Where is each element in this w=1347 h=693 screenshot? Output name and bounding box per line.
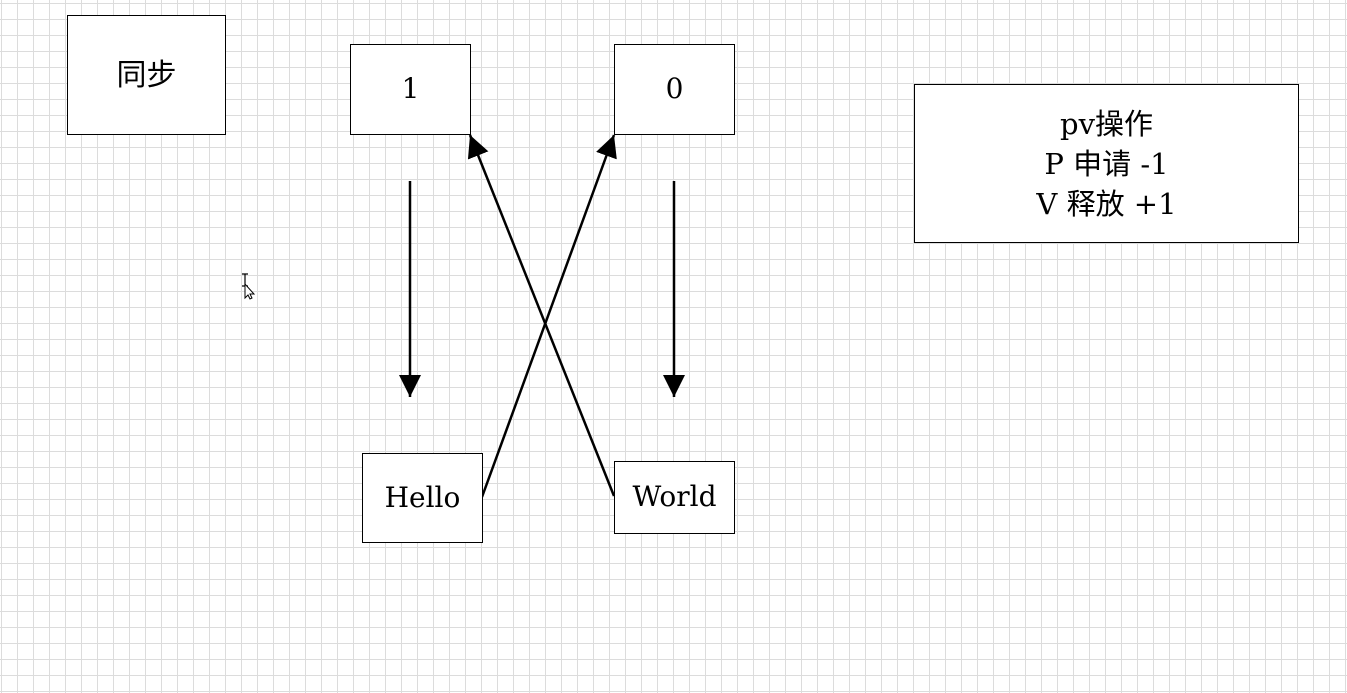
pv-note-line-1: pv操作: [1060, 106, 1153, 141]
semaphore-box-0[interactable]: 0: [614, 44, 735, 135]
process-label-hello: Hello: [384, 480, 461, 514]
pv-note-box[interactable]: pv操作 P 申请 -1 V 释放 +1: [914, 84, 1299, 243]
semaphore-label-0: 0: [665, 72, 684, 106]
pv-note-line-2: P 申请 -1: [1044, 146, 1169, 181]
arrow-world-to-sem1[interactable]: [467, 134, 616, 497]
arrow-hello-to-sem0[interactable]: [480, 134, 617, 498]
pv-note-line-3: V 释放 +1: [1036, 186, 1177, 221]
semaphore-label-1: 1: [401, 72, 420, 106]
process-box-hello[interactable]: Hello: [362, 453, 483, 543]
mouse-pointer-icon: [242, 273, 256, 300]
title-label: 同步: [116, 57, 177, 93]
process-label-world: World: [632, 480, 717, 514]
process-box-world[interactable]: World: [614, 461, 735, 534]
title-box[interactable]: 同步: [67, 15, 226, 135]
semaphore-box-1[interactable]: 1: [350, 44, 471, 135]
